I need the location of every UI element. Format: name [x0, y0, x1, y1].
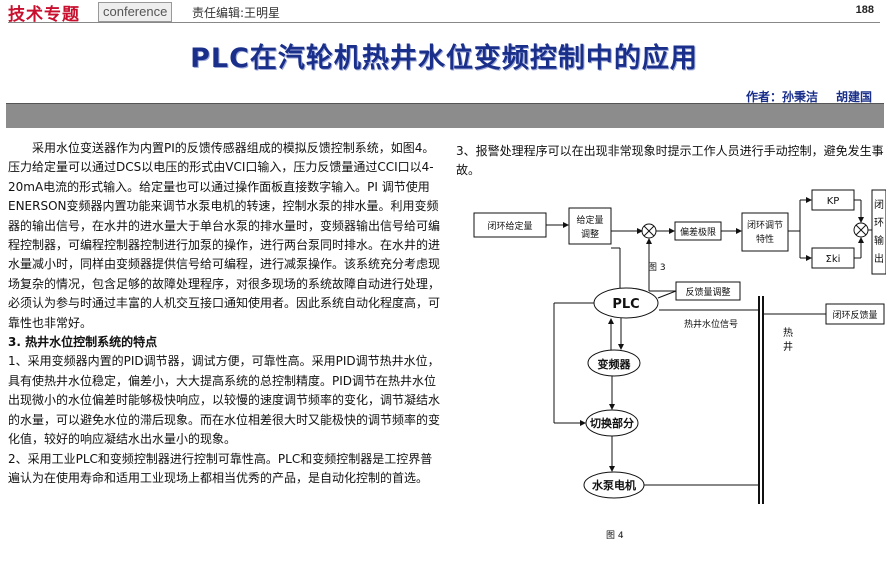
closed-loop-output-box — [871, 189, 886, 275]
author-primary: 作者：孙秉洁 — [745, 90, 818, 104]
connector-line — [657, 290, 677, 299]
article-title: PLC在汽轮机热井水位变频控制中的应用 — [190, 43, 698, 74]
closed-loop-feedback-label: 闭环反馈量 — [832, 309, 877, 321]
article-authors: 作者：孙秉洁 胡建国 — [728, 88, 872, 105]
author-secondary: 胡建国 — [835, 90, 872, 104]
inverter-label: 变频器 — [598, 357, 632, 371]
setpoint-input-label: 闭环给定量 — [487, 220, 532, 232]
kp-label: KP — [827, 196, 840, 207]
pump-motor-label: 水泵电机 — [592, 478, 636, 492]
setpoint-adjust-box — [568, 207, 612, 245]
section-heading: 3. 热井水位控制系统的特点 — [8, 335, 158, 350]
output-char: 闭 — [874, 198, 884, 211]
body-paragraph: 1、采用变频器内置的PID调节器，调试方便，可靠性高。采用PID调节热井水位，具… — [8, 354, 441, 447]
plc-label: PLC — [612, 297, 639, 312]
body-paragraph: 2、采用工业PLC和变频控制器进行控制可靠性高。PLC和变频控制器是工控界普遍认… — [8, 451, 433, 485]
band-edge — [6, 103, 884, 104]
deviation-limit-label: 偏差极限 — [680, 226, 716, 238]
feedback-adjust-label: 反馈量调整 — [685, 286, 730, 298]
pid-characteristic-label-1: 闭环调节 — [747, 219, 783, 231]
setpoint-adjust-label-1: 给定量 — [576, 214, 603, 226]
figure-4-caption: 图 4 — [606, 530, 624, 541]
body-paragraph: 3、报警处理程序可以在出现非常现象时提示工作人员进行手动控制，避免发生事故。 — [456, 144, 884, 178]
page-header: 技术专题 conference 责任编辑:王明星 188 — [0, 0, 888, 25]
body-paragraph: 采用水位变送器作为内置PI的反馈传感器组成的模拟反馈控制系统，如图4。压力给定量… — [8, 141, 441, 330]
pid-characteristic-box — [741, 212, 789, 252]
header-divider — [8, 22, 880, 23]
figure-4: PLC 变频器 切换部分 水泵电机 热井水位信号 热 井 闭环反馈量 图 4 — [553, 247, 885, 541]
hotwell-char: 井 — [783, 340, 793, 353]
title-band — [6, 104, 884, 128]
output-char: 出 — [874, 252, 884, 265]
right-column: 3、报警处理程序可以在出现非常现象时提示工作人员进行手动控制，避免发生事故。 — [456, 142, 884, 181]
output-char: 环 — [874, 218, 884, 229]
editor-credit: 责任编辑:王明星 — [192, 6, 281, 20]
section-tag: 技术专题 — [8, 5, 80, 25]
hotwell-signal-label: 热井水位信号 — [684, 318, 738, 330]
junction-cross — [643, 225, 655, 237]
ki-label: Σki — [826, 254, 841, 265]
junction-cross — [855, 224, 867, 236]
pid-characteristic-label-2: 特性 — [756, 233, 774, 245]
output-char: 输 — [874, 234, 884, 247]
setpoint-adjust-label-2: 调整 — [581, 228, 599, 240]
hotwell-char: 热 — [783, 326, 793, 339]
switch-part-label: 切换部分 — [590, 416, 634, 430]
control-diagrams: 闭环给定量 给定量 调整 偏差极限 闭环调节 特性 KP Σki — [473, 189, 886, 541]
page-number: 188 — [855, 4, 874, 16]
left-column: 采用水位变送器作为内置PI的反馈传感器组成的模拟反馈控制系统，如图4。压力给定量… — [8, 139, 442, 488]
figure-3: 闭环给定量 给定量 调整 偏差极限 闭环调节 特性 KP Σki — [473, 189, 886, 301]
figure-3-caption: 图 3 — [648, 262, 666, 273]
inverter-node — [587, 349, 641, 377]
conference-label: conference — [98, 2, 173, 22]
